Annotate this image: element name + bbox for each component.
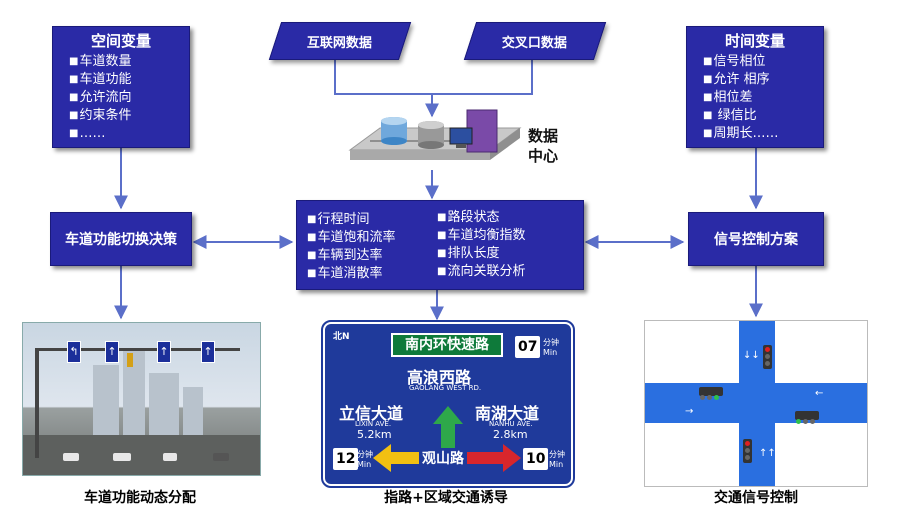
car — [213, 453, 229, 461]
time-right: 10 — [523, 448, 549, 470]
lane-arrow-icon: → — [685, 406, 694, 417]
center-metrics-box: 行程时间 车道饱和流率 车辆到达率 车道消散率 路段状态 车道均衡指数 排队长度… — [296, 200, 584, 290]
intersection-signal-diagram: ↓↓ ↑↑ → ← — [644, 320, 868, 487]
list-item: 排队长度 — [437, 245, 525, 263]
list-item: 行程时间 — [307, 211, 395, 229]
list-item: 车道功能 — [69, 71, 189, 89]
list-item: 车道数量 — [69, 53, 189, 71]
list-item: 车辆到达率 — [307, 247, 395, 265]
building — [93, 365, 119, 435]
internet-data-label: 互联网数据 — [307, 35, 373, 51]
spatial-variables-title: 空间变量 — [90, 32, 151, 50]
building — [183, 387, 203, 435]
yellow-left-arrow-icon — [373, 444, 445, 472]
signal-plan-box: 信号控制方案 — [688, 212, 824, 266]
caption-signal-control: 交通信号控制 — [714, 490, 798, 506]
right-road-cn: 南湖大道 — [475, 404, 540, 423]
expressway-label: 南内环快速路 — [391, 333, 503, 357]
list-item: 约束条件 — [69, 107, 189, 125]
signal-head — [127, 353, 133, 367]
traffic-light-icon — [795, 411, 819, 424]
intersection-data-input: 交叉口数据 — [463, 22, 607, 60]
list-item: 流向关联分析 — [437, 263, 525, 281]
car — [63, 453, 79, 461]
main-road-cn: 高浪西路 — [407, 368, 472, 387]
traffic-light-icon — [699, 387, 723, 400]
time-right-unit-en: Min — [549, 460, 564, 469]
guide-arrows — [373, 406, 521, 472]
traffic-light-icon — [743, 439, 752, 463]
list-item: 路段状态 — [437, 209, 525, 227]
lane-arrow-icon: ← — [815, 388, 824, 399]
temporal-variables-title: 时间变量 — [724, 32, 785, 50]
time-top-unit-en: Min — [543, 348, 558, 357]
lane-decision-label: 车道功能切换决策 — [65, 232, 177, 248]
time-left-unit-cn: 分钟 — [357, 450, 373, 459]
list-item: …… — [69, 125, 189, 143]
route-guide-sign: 北N 南内环快速路 07 分钟 Min 高浪西路 GAOLANG WEST RD… — [321, 320, 575, 488]
right-road-en: NANHU AVE. — [489, 420, 533, 428]
spatial-variables-list: 车道数量 车道功能 允许流向 约束条件 …… — [69, 53, 189, 143]
traffic-light-icon — [763, 345, 772, 369]
lane-decision-box: 车道功能切换决策 — [50, 212, 192, 266]
list-item: 允许流向 — [69, 89, 189, 107]
lane-sign-straight-icon: ↑ — [201, 341, 215, 363]
internet-data-input: 互联网数据 — [268, 22, 412, 60]
list-item: 车道消散率 — [307, 265, 395, 283]
time-left: 12 — [333, 448, 359, 470]
red-right-arrow-icon — [451, 444, 521, 472]
right-distance: 2.8km — [493, 428, 528, 441]
intersection-data-label: 交叉口数据 — [502, 35, 568, 51]
spatial-variables-box: 空间变量 车道数量 车道功能 允许流向 约束条件 …… — [52, 26, 190, 148]
connector-inputs — [334, 60, 533, 95]
car — [163, 453, 177, 461]
time-top: 07 — [515, 336, 541, 358]
data-center-label: 数据中心 — [528, 127, 559, 165]
lane-sign-left-icon: ↰ — [67, 341, 81, 363]
list-item: 周期长…… — [703, 125, 823, 143]
list-item: 车道均衡指数 — [437, 227, 525, 245]
time-right-unit-cn: 分钟 — [549, 450, 565, 459]
lane-sign-straight-icon: ↑ — [157, 341, 171, 363]
time-left-unit-en: Min — [357, 460, 372, 469]
list-item: 相位差 — [703, 89, 823, 107]
list-item: 车道饱和流率 — [307, 229, 395, 247]
lane-arrow-icon: ↓↓ — [743, 350, 760, 361]
caption-lane-allocation: 车道功能动态分配 — [84, 490, 196, 506]
temporal-variables-box: 时间变量 信号相位 允许 相序 相位差 绿信比 周期长…… — [686, 26, 824, 148]
caption-route-guidance: 指路+区域交通诱导 — [384, 490, 508, 506]
building — [123, 350, 145, 435]
road-horizontal — [645, 383, 867, 423]
left-road-en: LIXIN AVE. — [355, 420, 392, 428]
temporal-variables-list: 信号相位 允许 相序 相位差 绿信比 周期长…… — [703, 53, 823, 143]
sign-gantry — [35, 348, 240, 351]
data-center-illustration — [348, 109, 522, 160]
car — [113, 453, 131, 461]
left-distance: 5.2km — [357, 428, 392, 441]
signal-plan-label: 信号控制方案 — [714, 232, 798, 248]
sign-pole — [35, 348, 39, 458]
main-road-en: GAOLANG WEST RD. — [409, 384, 482, 392]
left-road-cn: 立信大道 — [339, 404, 404, 423]
cross-road-cn: 观山路 — [419, 448, 467, 468]
lane-sign-straight-icon: ↑ — [105, 341, 119, 363]
north-indicator: 北N — [333, 332, 350, 342]
lane-signs-photo: ↰ ↑ ↑ ↑ — [22, 322, 261, 476]
list-item: 绿信比 — [703, 107, 823, 125]
metrics-right-list: 路段状态 车道均衡指数 排队长度 流向关联分析 — [437, 209, 525, 281]
lane-arrow-icon: ↑↑ — [759, 448, 776, 459]
green-straight-arrow-icon — [433, 406, 463, 464]
time-top-unit-cn: 分钟 — [543, 338, 559, 347]
building — [149, 373, 179, 435]
metrics-left-list: 行程时间 车道饱和流率 车辆到达率 车道消散率 — [307, 211, 395, 283]
list-item: 信号相位 — [703, 53, 823, 71]
list-item: 允许 相序 — [703, 71, 823, 89]
